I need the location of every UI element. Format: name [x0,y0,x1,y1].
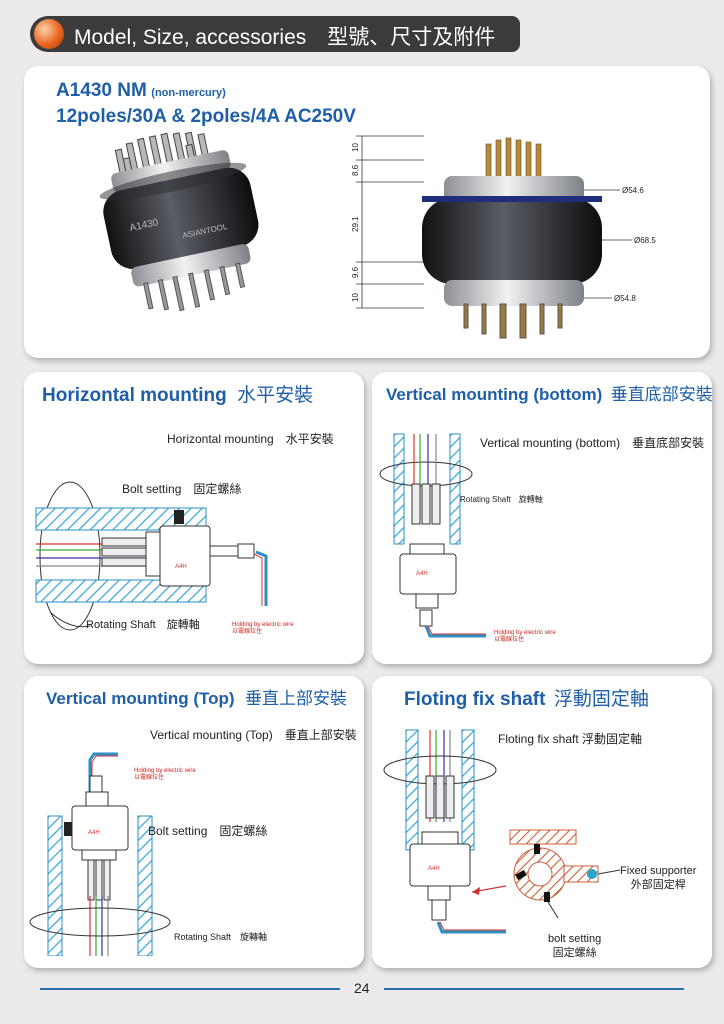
footer-line-right [384,988,684,990]
model-name: A1430 NM [56,80,147,101]
footer-line-left [40,988,340,990]
horizontal-title: Horizontal mounting 水平安裝 [42,385,314,406]
horizontal-shaft-label: Rotating Shaft 旋轉軸 [86,619,200,631]
floating-shaft-card: Floting fix shaft 浮動固定軸 Floting fix shaf… [372,676,712,968]
dim-h1: 10 [351,143,360,152]
vbottom-subtitle: Vertical mounting (bottom) 垂直底部安裝 [480,436,705,450]
vtop-title: Vertical mounting (Top) 垂直上部安裝 [46,689,348,708]
product-spec: 12poles/30A & 2poles/4A AC250V [56,106,356,127]
model-note: (non-mercury) [151,87,226,99]
vbottom-shaft-label: Rotating Shaft 旋轉軸 [460,495,543,504]
header-title: Model, Size, accessories 型號、尺寸及附件 [74,26,496,49]
section-header: Model, Size, accessories 型號、尺寸及附件 [30,16,520,52]
product-card: A1430 NM (non-mercury) 12poles/30A & 2po… [24,66,710,358]
page-number: 24 [354,980,370,996]
vbottom-title: Vertical mounting (bottom) 垂直底部安裝 [386,385,713,404]
vertical-top-card: Vertical mounting (Top) 垂直上部安裝 Vertical … [24,676,364,968]
product-model: A1430 NM (non-mercury) [56,80,226,102]
unit-label: A4H [175,564,187,570]
floating-bolt-label: bolt setting 固定螺絲 [548,933,602,959]
fixed-supporter-label: Fixed supporter 外部固定桿 [620,865,697,891]
floating-title: Floting fix shaft 浮動固定軸 [404,689,649,710]
dim-h3: 29.1 [351,216,360,232]
svg-text:A4H: A4H [428,866,440,872]
dim-h5: 10 [351,293,360,302]
floating-diagram: A4H [383,729,621,934]
horizontal-mounting-card: Horizontal mounting 水平安裝 Horizontal moun… [24,372,364,664]
svg-text:A4H: A4H [88,830,100,836]
dim-d3: Ø54.8 [614,294,636,303]
vtop-shaft-label: Rotating Shaft 旋轉軸 [174,932,268,942]
header-bullet-icon [34,19,64,49]
vtop-holding: Holding by electric wire 以電線拉住 [134,768,196,781]
dim-d1: Ø54.6 [622,186,644,195]
floating-subtitle: Floting fix shaft 浮動固定軸 [498,732,643,746]
horizontal-subtitle: Horizontal mounting 水平安裝 [167,432,334,446]
vbottom-holding: Holding by electric wire 以電線拉住 [494,630,556,643]
vertical-bottom-card: Vertical mounting (bottom) 垂直底部安裝 Vertic… [372,372,713,664]
vtop-subtitle: Vertical mounting (Top) 垂直上部安裝 [150,728,357,742]
dimension-drawing: 10 8.6 29.1 9.6 10 Ø54.6 Ø68.5 Ø54.8 [351,135,656,339]
dim-d2: Ø68.5 [634,236,656,245]
dim-h4: 9.6 [351,266,360,278]
svg-text:A4H: A4H [416,571,428,577]
dim-h2: 8.6 [351,164,360,176]
horizontal-bolt-label: Bolt setting 固定螺絲 [122,482,242,496]
vbottom-diagram: A4H [379,433,486,638]
vtop-diagram: A4H [29,752,171,956]
horizontal-holding: Holding by electric wire 以電線拉住 [232,622,294,635]
vtop-bolt-label: Bolt setting 固定螺絲 [148,824,268,838]
product-photo: A1430 ASIANTOOL [99,131,259,312]
horizontal-diagram: A4H [35,481,268,631]
